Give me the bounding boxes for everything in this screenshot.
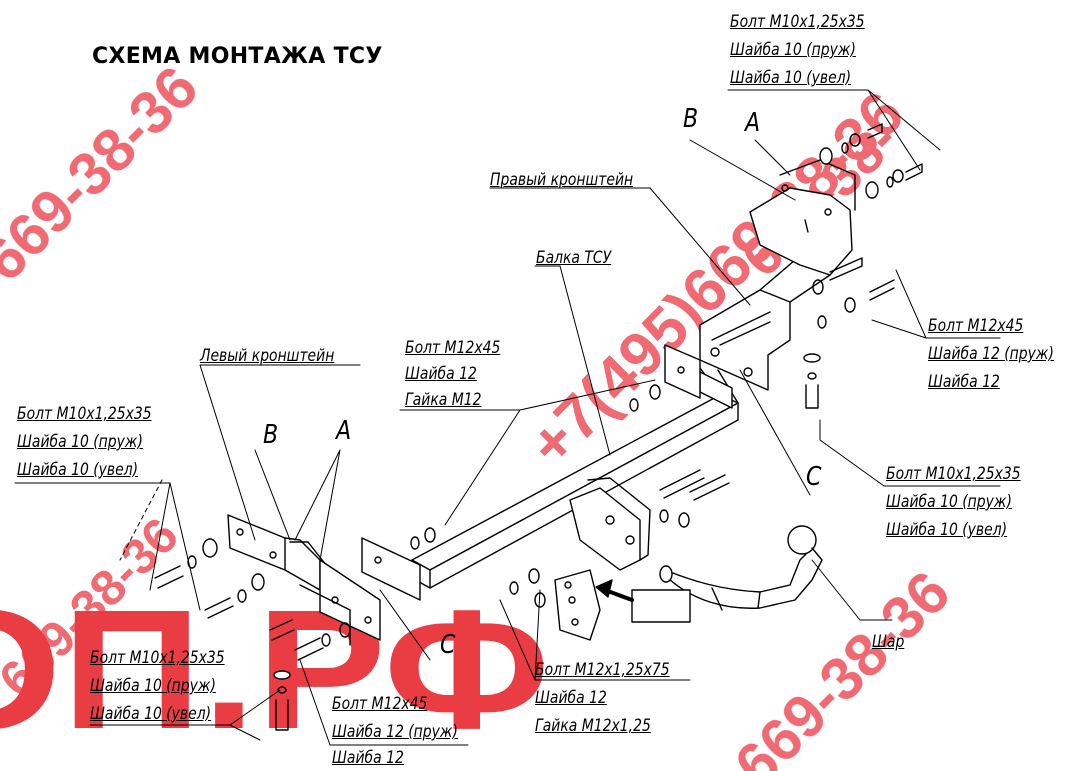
callout-line: Шайба 12 (пруж) [928, 344, 1054, 364]
callout-line: Болт М10х1,25х35 [90, 648, 225, 668]
callout-line: Болт М12х45 [928, 316, 1024, 336]
callout-line: Болт М10х1,25х35 [886, 464, 1021, 484]
tow-ball [659, 525, 823, 611]
callout-line: Шайба 10 (пруж) [886, 492, 1012, 512]
arrow-plate [595, 579, 691, 623]
label-beam: Балка ТСУ [536, 248, 612, 268]
letter-b-right: B [683, 104, 699, 134]
label-right-bracket: Правый кронштейн [490, 170, 634, 190]
callout-line: Гайка М12х1,25 [535, 716, 651, 736]
callout-line: Шайба 10 (увел) [730, 68, 852, 88]
letter-a-right: A [745, 108, 761, 138]
callout-line: Шайба 10 (увел) [17, 460, 139, 480]
callout-line: Шайба 12 [332, 748, 404, 768]
callout-line: Болт М10х1,25х35 [730, 12, 865, 32]
leader-lines [14, 89, 1001, 746]
callout-line: Шайба 10 (увел) [90, 704, 212, 724]
label-left-bracket: Левый кронштейн [200, 346, 335, 366]
watermark-site: ОП.РФ [0, 575, 550, 765]
letter-a-left: A [336, 416, 352, 446]
callout-line: Шайба 12 [928, 372, 1000, 392]
line-art [14, 89, 1001, 746]
callout-line: Шайба 10 (пруж) [90, 676, 216, 696]
right-bracket [699, 159, 856, 391]
callout-line: Шайба 10 (пруж) [730, 40, 856, 60]
left-bracket [227, 514, 381, 646]
callout-line: Болт М12х45 [405, 338, 501, 358]
callout-line: Гайка М12 [405, 390, 482, 410]
page-title: СХЕМА МОНТАЖА ТСУ [92, 44, 383, 69]
watermark-phone-top-left: 669-38-36 [0, 53, 211, 294]
letter-b-left: B [263, 420, 279, 450]
callout-line: Болт М12х1,25х75 [535, 660, 670, 680]
callout-line: Болт М10х1,25х35 [17, 404, 152, 424]
callout-line: Шайба 12 [535, 688, 607, 708]
callout-line: Болт М12х45 [332, 694, 428, 714]
callout-line: Шайба 10 (пруж) [17, 432, 143, 452]
callout-line: Шайба 12 [405, 364, 477, 384]
tsu-beam [361, 344, 739, 641]
label-ball: Шар [872, 632, 905, 652]
letter-c-right: C [806, 462, 822, 492]
callout-line: Шайба 10 (увел) [886, 520, 1008, 540]
callout-line: Шайба 12 (пруж) [332, 722, 458, 742]
letter-c-left: C [440, 630, 456, 660]
